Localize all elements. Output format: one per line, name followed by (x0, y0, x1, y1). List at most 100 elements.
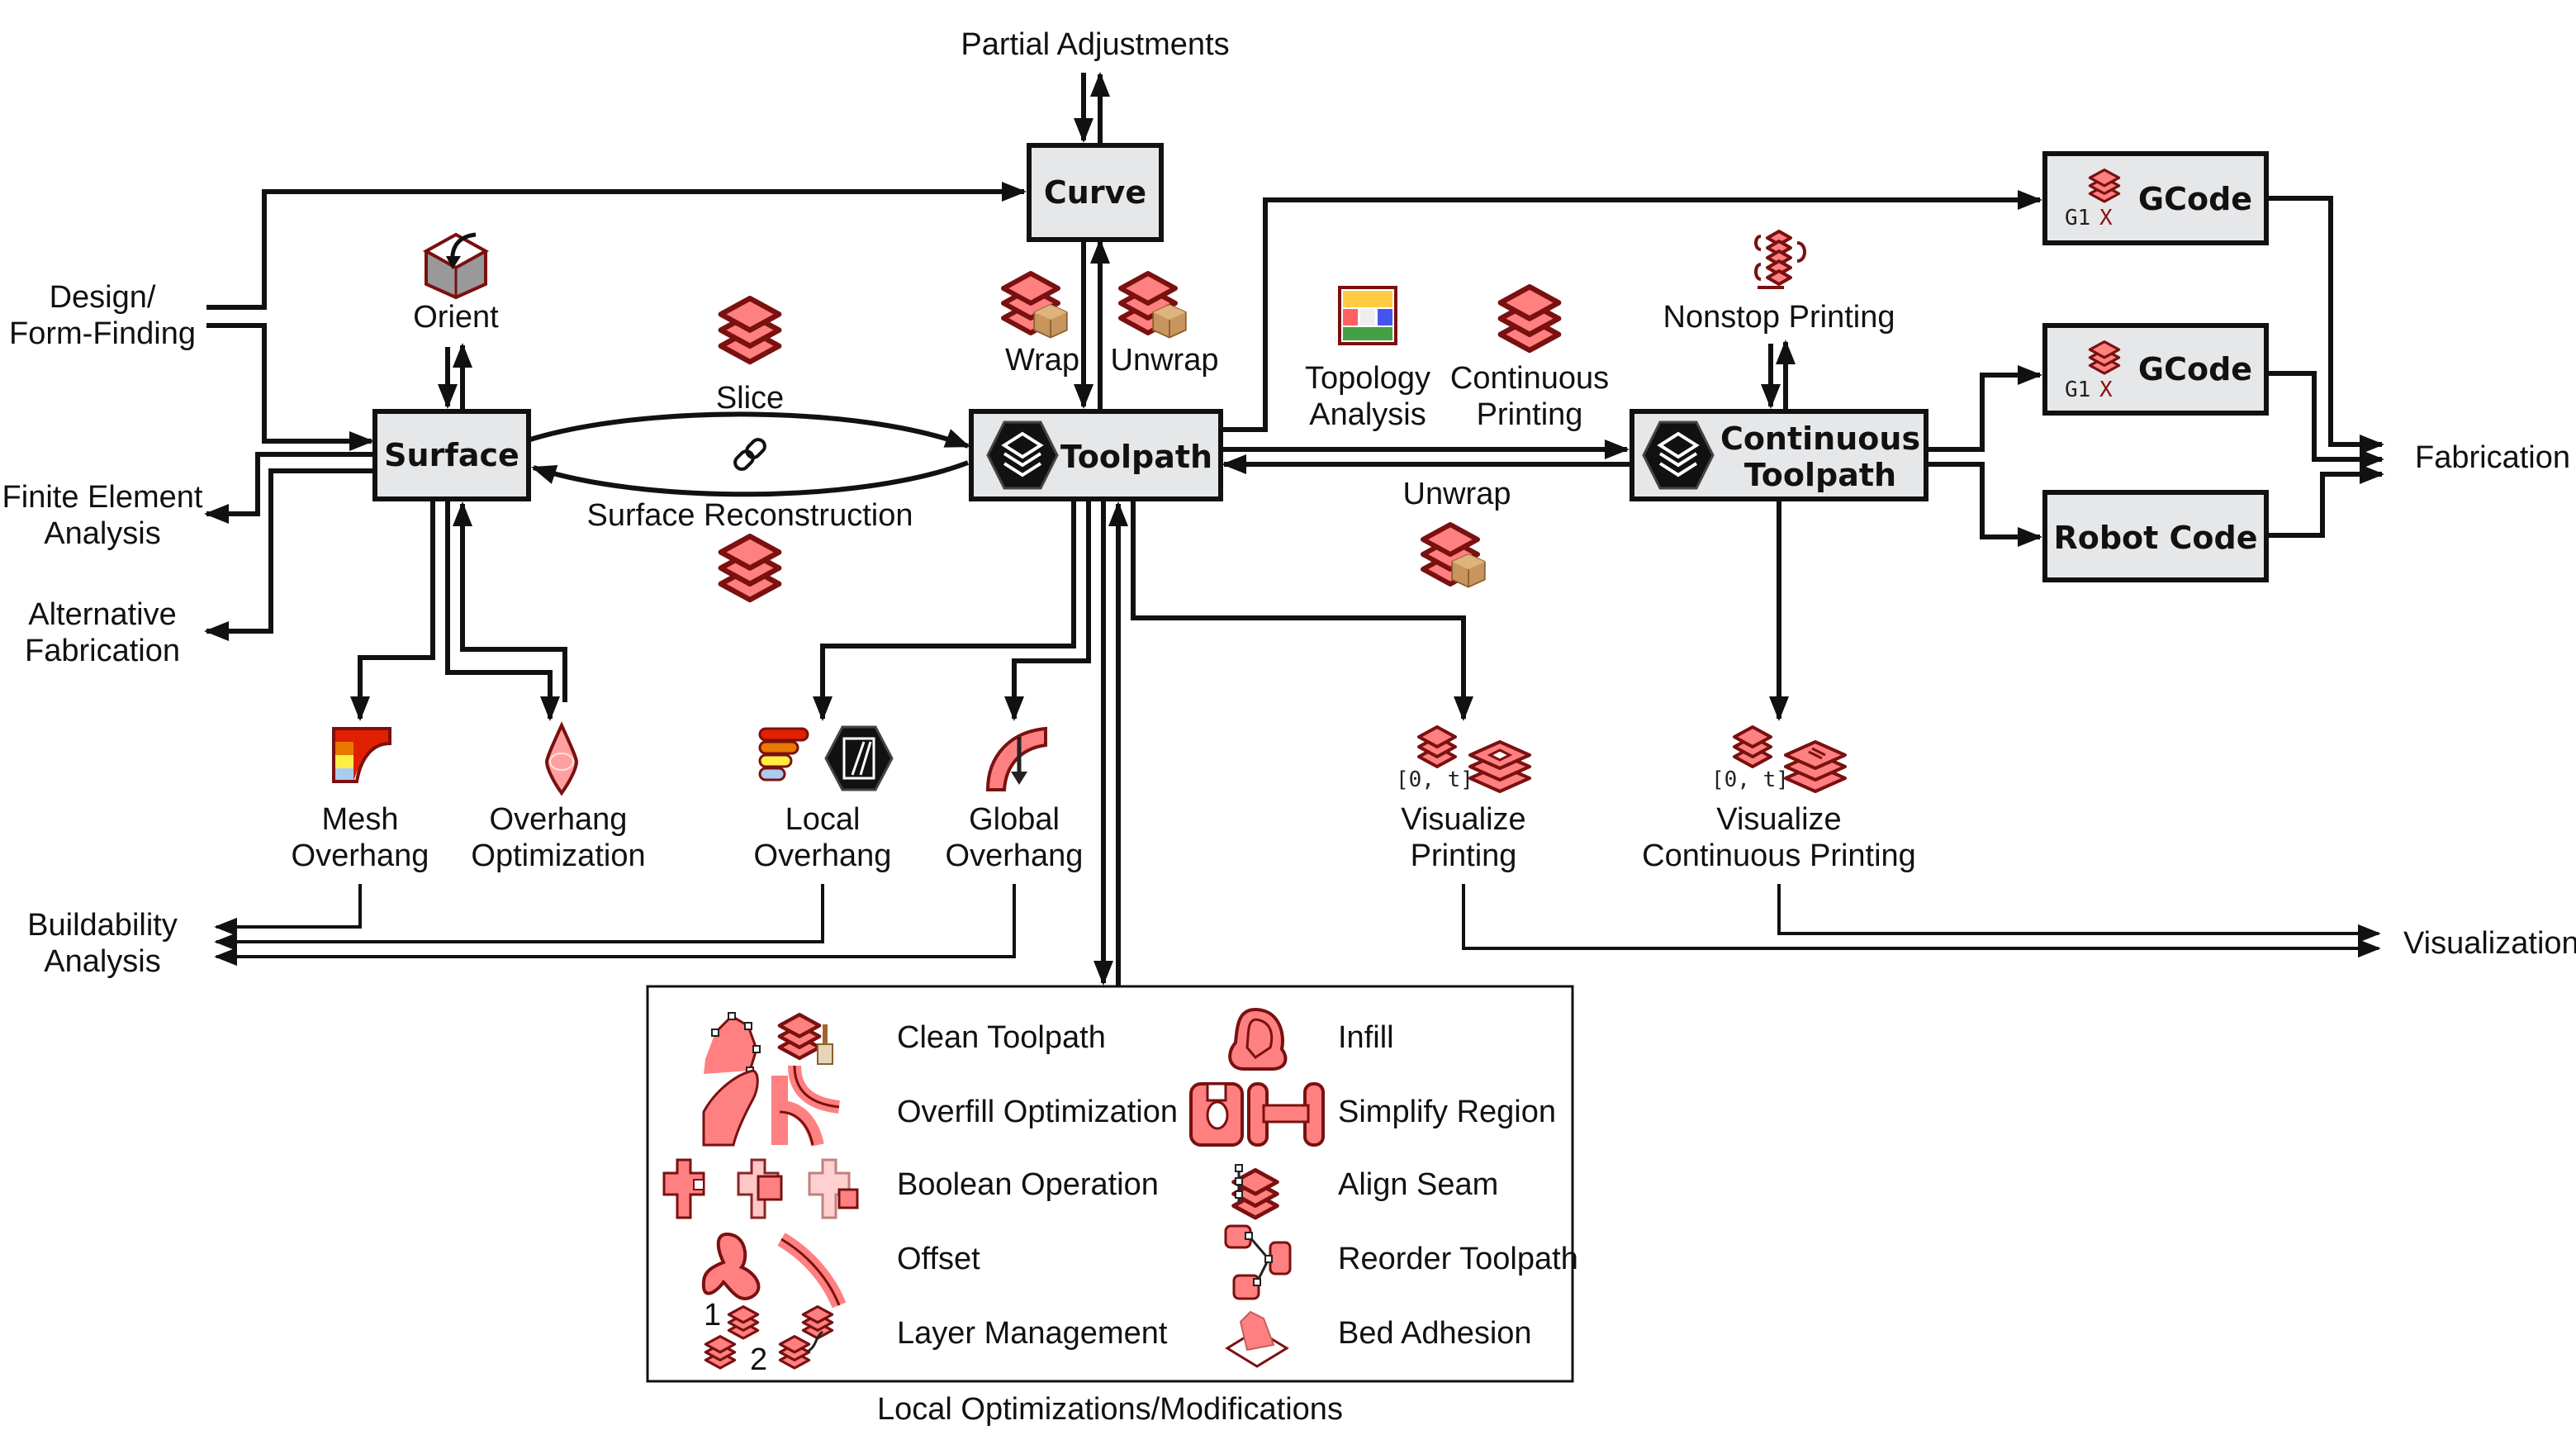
layer-number-1: 1 (704, 1298, 721, 1333)
arrow-continuous-to-robot (1928, 462, 2042, 547)
label-mesh-overhang-1: Mesh (322, 802, 399, 837)
arrow-toolpath-to-visualize (1131, 501, 1473, 721)
gcode-badge-x: X (2099, 206, 2113, 230)
node-continuous-toolpath[interactable]: Continuous Toolpath (1630, 409, 1928, 501)
label-overhang-opt-2: Optimization (471, 839, 645, 873)
opt-layer-management[interactable]: Layer Management (897, 1316, 1168, 1351)
label-partial-adjustments: Partial Adjustments (961, 27, 1229, 62)
reorder-toolpath-icon (1224, 1224, 1292, 1300)
gcode-badge-g1: G1 (2065, 206, 2090, 230)
label-design-1: Design/ (50, 280, 156, 315)
label-fea-1: Finite Element (2, 480, 203, 515)
align-seam-icon (1234, 1164, 1278, 1218)
label-altfab-1: Alternative (28, 597, 177, 632)
node-surface-label: Surface (384, 437, 519, 473)
opt-reorder-toolpath[interactable]: Reorder Toolpath (1338, 1242, 1578, 1276)
orient-icon (422, 232, 490, 300)
node-gcode-1[interactable]: G1 X GCode (2042, 151, 2269, 245)
gcode-layers-icon (2088, 169, 2121, 203)
label-visualize-printing-1: Visualize (1401, 802, 1525, 837)
label-local-overhang-2: Overhang (754, 839, 892, 873)
label-local-overhang-1: Local (785, 802, 861, 837)
arrow-slice (529, 411, 970, 449)
overfill-optimization-icon (702, 1065, 841, 1147)
label-continuous-printing-1: Continuous (1450, 361, 1609, 396)
arrow-gcode1-to-fabrication (2266, 196, 2384, 454)
mesh-overhang-icon (332, 727, 391, 783)
opt-clean-toolpath[interactable]: Clean Toolpath (897, 1020, 1106, 1055)
visualize-continuous-time-range: [0, t] (1711, 767, 1789, 792)
arrow-surface-to-overhang-opt (445, 501, 560, 721)
offset-icon (701, 1232, 847, 1309)
connectors (204, 72, 2384, 986)
local-optimizations-panel: Clean Toolpath Overfill Optimization Boo… (646, 985, 1578, 1383)
opt-overfill-optimization[interactable]: Overfill Optimization (897, 1095, 1178, 1129)
label-nonstop-printing: Nonstop Printing (1663, 300, 1895, 335)
arrow-global-to-buildability (214, 884, 1016, 967)
label-topology-2: Analysis (1309, 397, 1426, 432)
infill-icon (1228, 1007, 1288, 1071)
simplify-region-icon (1189, 1082, 1325, 1147)
continuous-toolpath-hex-icon (1642, 420, 1715, 490)
label-slice: Slice (716, 381, 784, 416)
opt-infill[interactable]: Infill (1338, 1020, 1394, 1055)
overhang-optimization-icon (544, 721, 579, 796)
local-overhang-hex-icon (824, 725, 894, 791)
arrow-surface-to-mesh-overhang (350, 501, 435, 721)
global-overhang-icon (985, 726, 1047, 791)
arrow-design-to-curve (206, 182, 1027, 310)
visualize-continuous-small-layers-icon (1733, 725, 1772, 768)
topology-analysis-icon (1338, 286, 1397, 345)
node-surface[interactable]: Surface (372, 409, 531, 501)
layer-number-2: 2 (750, 1342, 767, 1377)
label-design-2: Form-Finding (9, 316, 196, 351)
layer-management-icon: 1 2 (704, 1298, 834, 1377)
opt-align-seam[interactable]: Align Seam (1338, 1167, 1498, 1202)
arrow-local-to-buildability (214, 884, 824, 952)
arrow-surface-to-fea (204, 452, 375, 524)
boolean-operation-icon (662, 1158, 859, 1219)
link-icon (733, 438, 766, 471)
opt-offset[interactable]: Offset (897, 1242, 980, 1276)
node-robot-code[interactable]: Robot Code (2042, 490, 2269, 582)
slice-icon (721, 298, 779, 362)
gcode2-badge-x: X (2099, 378, 2113, 402)
opt-boolean-operation[interactable]: Boolean Operation (897, 1167, 1159, 1202)
arrow-toolpath-to-local-overhang (813, 501, 1076, 721)
arrow-design-to-surface (206, 323, 374, 451)
arrow-reconstruction (531, 460, 970, 497)
node-gcode-1-label: GCode (2138, 181, 2252, 217)
label-topology-1: Topology (1305, 361, 1430, 396)
surface-reconstruction-icon (721, 536, 779, 600)
label-global-overhang-2: Overhang (946, 839, 1084, 873)
visualize-printing-layers-icon (1468, 740, 1531, 793)
toolpath-hex-icon (986, 420, 1059, 490)
label-mesh-overhang-2: Overhang (292, 839, 429, 873)
node-continuous-label-2: Toolpath (1744, 457, 1896, 493)
label-visualize-printing-2: Printing (1411, 839, 1517, 873)
arrow-overhang-opt-to-surface (453, 501, 567, 702)
continuous-printing-icon (1501, 287, 1558, 350)
arrow-continuous-to-gcode2 (1928, 365, 2042, 452)
visualize-printing-small-layers-icon (1417, 725, 1457, 768)
opt-simplify-region[interactable]: Simplify Region (1338, 1095, 1556, 1129)
label-unwrap-top: Unwrap (1111, 343, 1219, 378)
label-fea-2: Analysis (44, 516, 161, 551)
arrow-visualize-cont-to-visualization (1777, 884, 2381, 943)
label-altfab-2: Fabrication (25, 634, 180, 668)
label-wrap: Wrap (1005, 343, 1079, 378)
gcode2-badge-g1: G1 (2065, 378, 2090, 402)
label-orient: Orient (413, 300, 499, 335)
visualize-continuous-layers-icon (1784, 740, 1847, 793)
label-continuous-printing-2: Printing (1477, 397, 1583, 432)
bed-adhesion-icon (1225, 1310, 1289, 1368)
label-visualize-continuous-1: Visualize (1716, 802, 1841, 837)
node-toolpath[interactable]: Toolpath (969, 409, 1223, 501)
node-gcode-2[interactable]: G1 X GCode (2042, 323, 2269, 416)
opt-bed-adhesion[interactable]: Bed Adhesion (1338, 1316, 1532, 1351)
arrow-surface-to-altfab (204, 468, 375, 641)
node-curve[interactable]: Curve (1027, 143, 1164, 242)
arrow-toolpath-to-global-overhang (1004, 501, 1091, 721)
clean-toolpath-icon (704, 1012, 833, 1075)
